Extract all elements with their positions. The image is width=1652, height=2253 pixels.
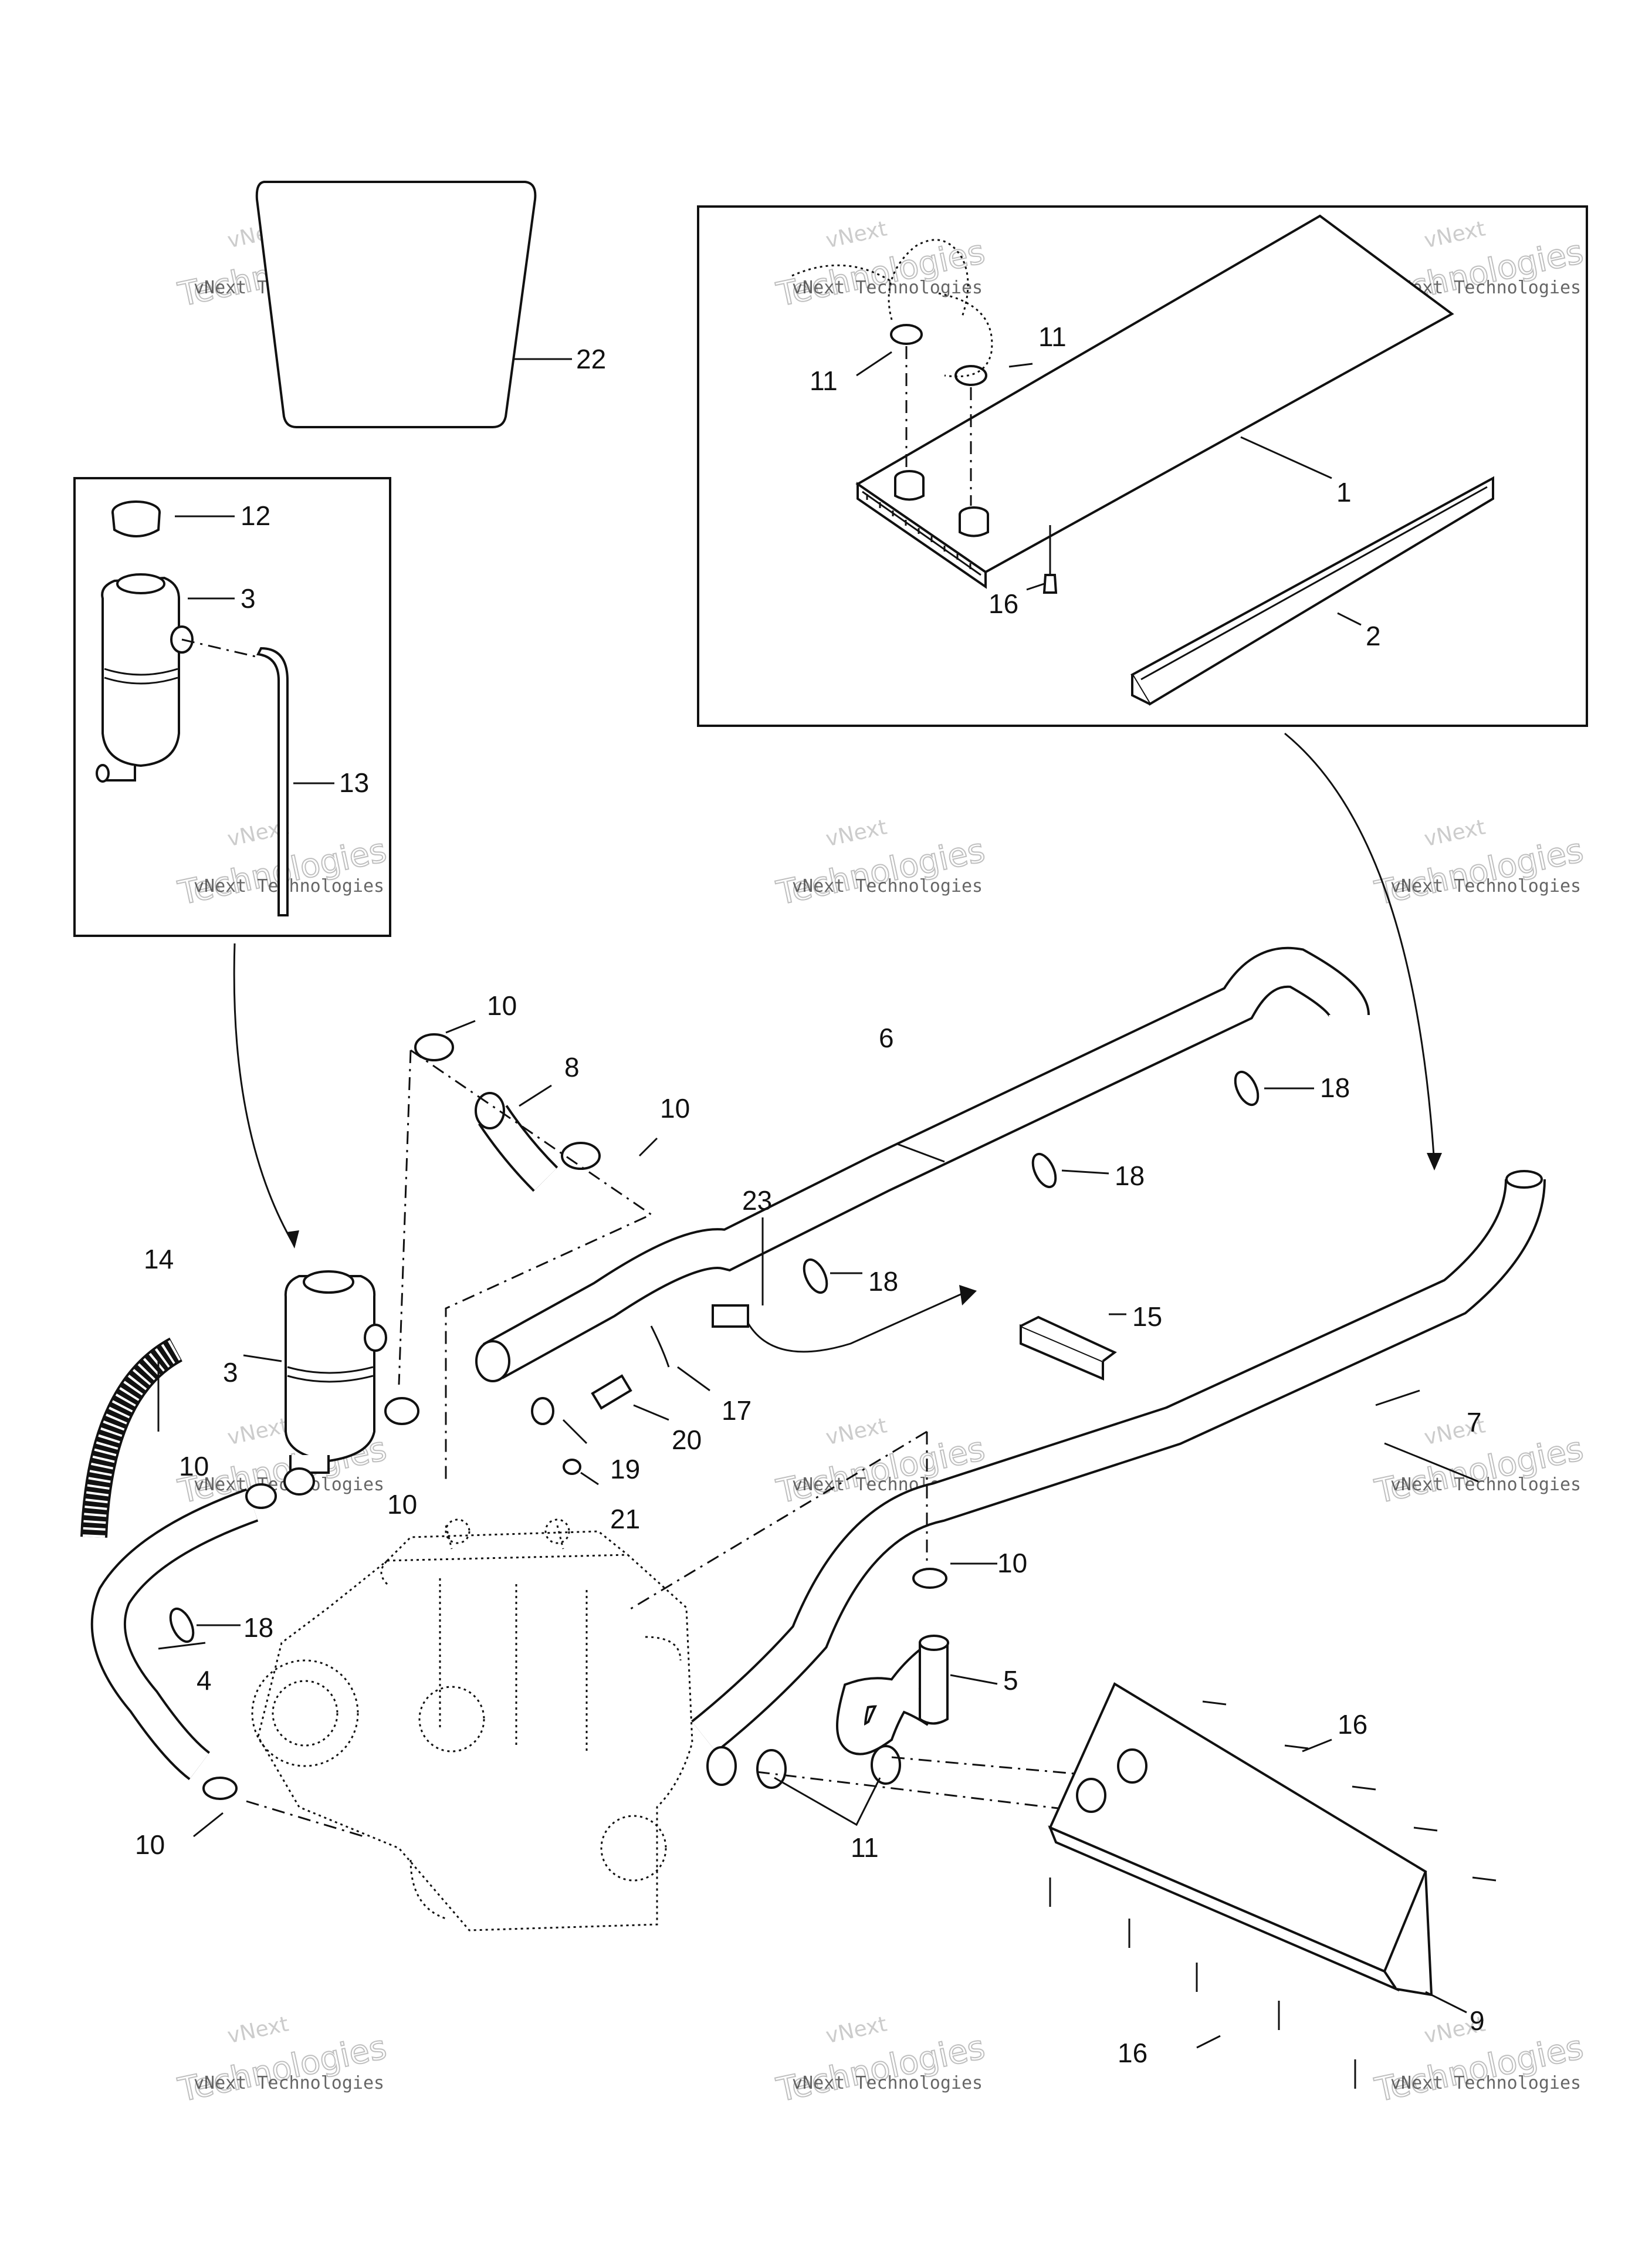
coolant-tank-inset-box — [73, 477, 391, 937]
svg-text:Technologies: Technologies — [1372, 1430, 1586, 1511]
callout-11: 11 — [810, 366, 838, 396]
svg-text:vNext: vNext — [225, 2012, 290, 2048]
callout-21: 21 — [610, 1504, 640, 1534]
cap-12 — [111, 500, 161, 537]
assembly-lines — [246, 1049, 1121, 1838]
svg-text:Technologies: Technologies — [773, 233, 988, 314]
svg-text:Technologies: Technologies — [1372, 2028, 1586, 2110]
callout-22: 22 — [576, 344, 606, 374]
svg-text:vNext Technologies: vNext Technologies — [792, 2073, 983, 2093]
callout-4: 4 — [197, 1665, 212, 1696]
callout-13: 13 — [339, 767, 369, 798]
svg-text:vNext: vNext — [1422, 815, 1487, 851]
callout-9: 9 — [1470, 2005, 1485, 2036]
svg-text:vNext Technologies: vNext Technologies — [1390, 876, 1581, 897]
callout-labels: 22 11 11 1 16 2 12 3 13 10 8 10 6 23 18 … — [135, 322, 1485, 2068]
clip-17 — [650, 1325, 670, 1368]
callout-16: 16 — [1118, 2038, 1147, 2068]
decal-22 — [255, 181, 572, 428]
callout-14: 14 — [144, 1244, 174, 1274]
watermark: vNext Technologies vNext Technologies — [174, 2012, 390, 2110]
svg-text:vNext Technologies: vNext Technologies — [1390, 1474, 1581, 1495]
sensor-lead-23 — [712, 1285, 977, 1353]
radiator-inset-box — [697, 205, 1588, 727]
callout-18: 18 — [1320, 1073, 1350, 1103]
callout-10: 10 — [487, 990, 517, 1021]
hose-8 — [414, 1033, 601, 1192]
watermark: vNext Technologies vNext Technologies — [1371, 815, 1587, 913]
connector-20 — [591, 1374, 632, 1410]
callout-12: 12 — [241, 500, 270, 531]
engine — [251, 1518, 693, 1931]
svg-text:vNext Technologies: vNext Technologies — [1390, 2073, 1581, 2093]
svg-text:Technologies: Technologies — [175, 2028, 390, 2110]
sensor-19 — [531, 1397, 554, 1425]
callout-18: 18 — [1115, 1161, 1145, 1191]
callout-5: 5 — [1003, 1665, 1018, 1696]
callout-23: 23 — [742, 1185, 772, 1216]
leader-lines — [157, 1020, 1479, 2049]
hose-6 — [475, 946, 1370, 1382]
svg-text:vNext: vNext — [824, 815, 889, 851]
svg-text:vNext Technologies: vNext Technologies — [194, 876, 384, 897]
callout-10: 10 — [997, 1548, 1027, 1578]
callout-11: 11 — [1038, 322, 1067, 352]
connector-arrow — [1284, 732, 1442, 1171]
svg-text:vNext Technologies: vNext Technologies — [194, 2073, 384, 2093]
svg-text:Technologies: Technologies — [773, 2028, 988, 2110]
foam-pad-15 — [1020, 1315, 1117, 1381]
watermark: vNext Technologies vNext Technologies — [773, 815, 989, 913]
coolant-tank-3 — [96, 573, 194, 783]
corrugated-hose-14 — [80, 1337, 183, 1538]
hose-4 — [90, 1488, 259, 1780]
svg-text:vNext Technologies: vNext Technologies — [792, 278, 983, 298]
callout-8: 8 — [564, 1052, 580, 1082]
svg-text:vNext: vNext — [824, 2012, 889, 2048]
callout-1: 1 — [1336, 477, 1352, 508]
callout-11: 11 — [851, 1832, 879, 1863]
callout-3: 3 — [223, 1357, 238, 1388]
radiator-1 — [791, 214, 1454, 594]
callout-10: 10 — [135, 1829, 165, 1860]
callout-19: 19 — [610, 1454, 640, 1484]
watermark: vNext Technologies vNext Technologies — [773, 2012, 989, 2110]
overflow-hose-13 — [181, 638, 289, 916]
callout-10: 10 — [387, 1489, 417, 1520]
screw-16 — [1049, 1700, 1497, 2089]
bracket-9 — [1048, 1682, 1433, 1997]
rail-2 — [1130, 476, 1494, 706]
svg-text:vNext: vNext — [824, 1413, 889, 1450]
svg-text:vNext: vNext — [1422, 216, 1487, 253]
clamp-11 — [706, 1745, 901, 1789]
clip-21 — [563, 1459, 581, 1475]
callout-18: 18 — [243, 1612, 273, 1643]
callout-17: 17 — [722, 1395, 751, 1426]
callout-16: 16 — [989, 588, 1018, 619]
hose-5 — [836, 1568, 949, 1755]
svg-text:Technologies: Technologies — [773, 831, 988, 913]
svg-text:vNext: vNext — [225, 1413, 290, 1450]
callout-7: 7 — [1467, 1407, 1482, 1437]
callout-10: 10 — [660, 1093, 690, 1124]
svg-text:vNext Technologies: vNext Technologies — [792, 876, 983, 897]
callout-16: 16 — [1338, 1709, 1367, 1740]
svg-text:Technologies: Technologies — [1372, 831, 1586, 913]
hose-7 — [691, 1170, 1546, 1753]
clamp-10 — [202, 1397, 419, 1800]
tie-strap-18 — [169, 1070, 1260, 1643]
callout-18: 18 — [868, 1266, 898, 1297]
svg-text:vNext: vNext — [824, 216, 889, 253]
connector-arrow — [233, 943, 299, 1249]
watermark: vNext Technologies vNext Technologies — [773, 216, 989, 314]
callout-2: 2 — [1366, 621, 1381, 651]
callout-3: 3 — [241, 583, 256, 614]
callout-6: 6 — [879, 1023, 894, 1053]
callout-15: 15 — [1132, 1301, 1162, 1332]
callout-20: 20 — [672, 1425, 702, 1455]
coolant-tank-3-main — [284, 1270, 387, 1474]
callout-10: 10 — [179, 1451, 209, 1481]
